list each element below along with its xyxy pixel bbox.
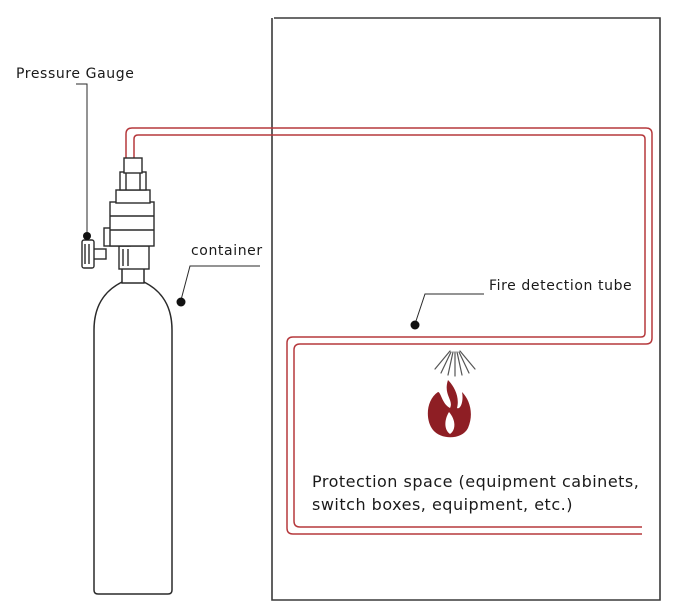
gauge-pointer-dot [83,232,91,240]
cylinder [93,267,173,595]
fire-detection-tube-label: Fire detection tube [489,278,633,294]
tube-pointer-dot [410,320,420,330]
valve-assembly [103,157,155,270]
flame-icon [427,380,471,438]
protection-space-label-line1: Protection space (equipment cabinets, [312,472,640,491]
fire-detection-tube [125,127,653,535]
container-label: container [191,243,263,259]
pressure-gauge-label: Pressure Gauge [16,66,135,82]
protection-space-label-line2: switch boxes, equipment, etc.) [312,495,573,514]
container-pointer-dot [176,297,186,307]
leader-lines [76,83,484,325]
spray-lines [434,350,476,377]
protection-space-box [271,17,661,601]
pressure-gauge [81,239,107,269]
